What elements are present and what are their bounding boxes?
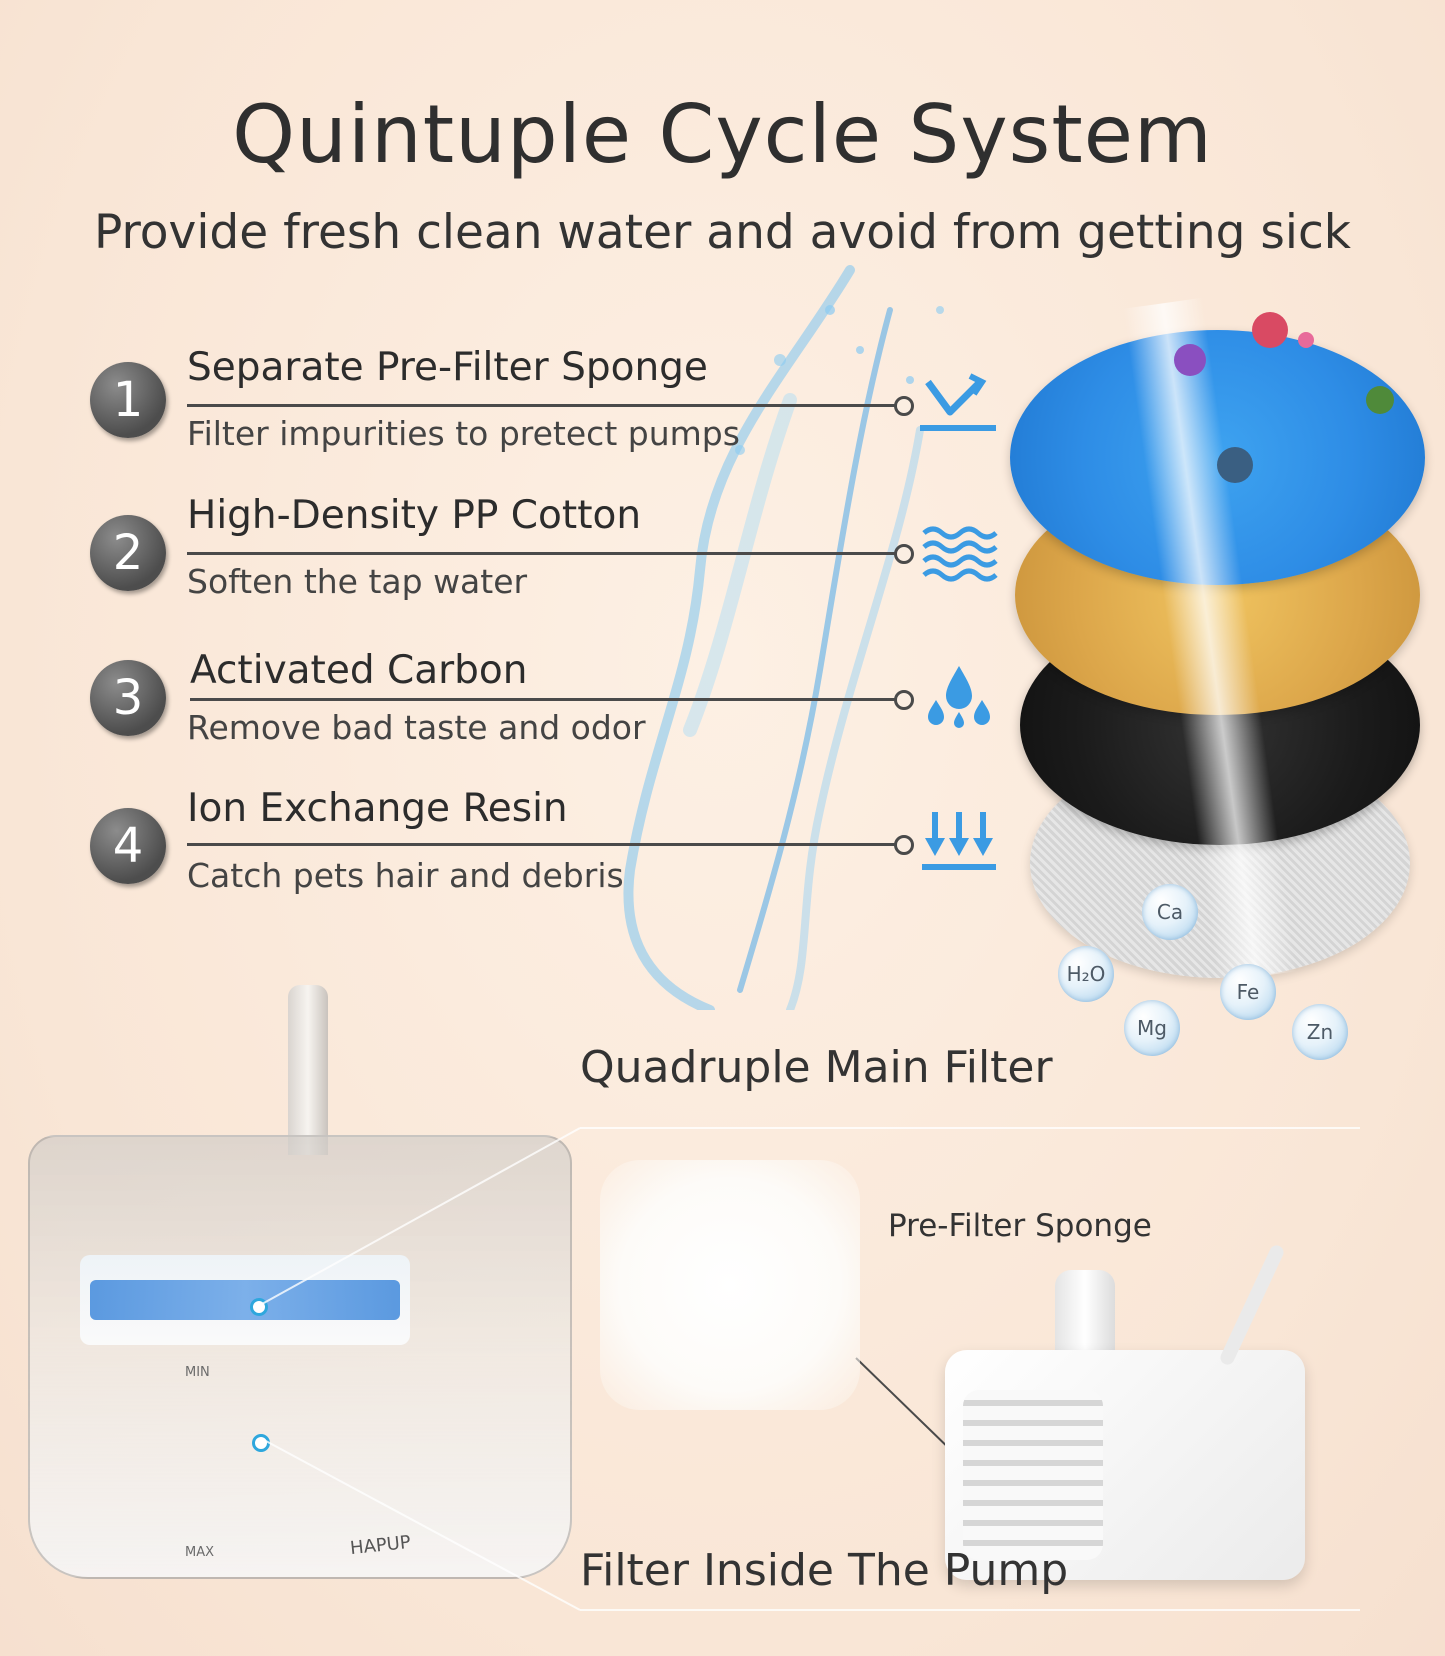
- min-level-mark: MIN: [185, 1365, 210, 1380]
- pet-fountain-illustration: MIN MAX HAPUP: [20, 985, 572, 1615]
- step-4-subtitle: Catch pets hair and debris: [187, 856, 624, 895]
- magnesium-ion-bubble: Mg: [1124, 1000, 1180, 1056]
- step-1-number: 1: [90, 362, 166, 438]
- iron-ion-bubble: Fe: [1220, 964, 1276, 1020]
- step-4-number: 4: [90, 808, 166, 884]
- step-3-subtitle: Remove bad taste and odor: [187, 708, 646, 747]
- step-1-connector-dot: [894, 396, 914, 416]
- step-2-connector-dot: [894, 544, 914, 564]
- sponge-band: [90, 1280, 400, 1320]
- step-4-connector-line: [187, 843, 897, 846]
- calcium-ion-bubble: Ca: [1142, 884, 1198, 940]
- waves-icon: [922, 526, 998, 582]
- zinc-ion-bubble: Zn: [1292, 1004, 1348, 1060]
- step-3-connector-line: [190, 698, 897, 701]
- main-filter-label: Quadruple Main Filter: [580, 1042, 1053, 1093]
- step-2-connector-line: [187, 552, 897, 555]
- page-subtitle: Provide fresh clean water and avoid from…: [94, 205, 1351, 260]
- step-1-connector-line: [187, 404, 897, 407]
- pump-grille: [963, 1390, 1103, 1560]
- step-1-title: Separate Pre-Filter Sponge: [187, 345, 708, 390]
- v-arrow-icon: [920, 373, 996, 431]
- max-level-mark: MAX: [185, 1545, 215, 1560]
- down-arrows-icon: [922, 812, 996, 870]
- pre-filter-sponge-label: Pre-Filter Sponge: [888, 1208, 1152, 1244]
- water-drops-icon: [928, 666, 990, 728]
- filter-stack-illustration: [1010, 297, 1430, 1000]
- bacteria-icon: [1174, 312, 1394, 483]
- step-3-title: Activated Carbon: [190, 648, 528, 693]
- step-2-title: High-Density PP Cotton: [187, 493, 642, 538]
- white-sponge-illustration: [600, 1160, 860, 1410]
- page-title: Quintuple Cycle System: [232, 88, 1213, 181]
- pump-filter-label: Filter Inside The Pump: [580, 1545, 1069, 1596]
- pump-illustration: [945, 1243, 1325, 1600]
- fountain-spout: [288, 985, 328, 1155]
- step-2-number: 2: [90, 515, 166, 591]
- step-3-number: 3: [90, 660, 166, 736]
- water-molecule-bubble: H₂O: [1058, 946, 1114, 1002]
- step-2-subtitle: Soften the tap water: [187, 562, 528, 601]
- step-4-connector-dot: [894, 835, 914, 855]
- water-splash-illustration: [623, 265, 944, 1010]
- step-3-connector-dot: [894, 690, 914, 710]
- fountain-body: [28, 1135, 572, 1579]
- step-4-title: Ion Exchange Resin: [187, 786, 568, 831]
- step-1-subtitle: Filter impurities to pretect pumps: [187, 414, 740, 453]
